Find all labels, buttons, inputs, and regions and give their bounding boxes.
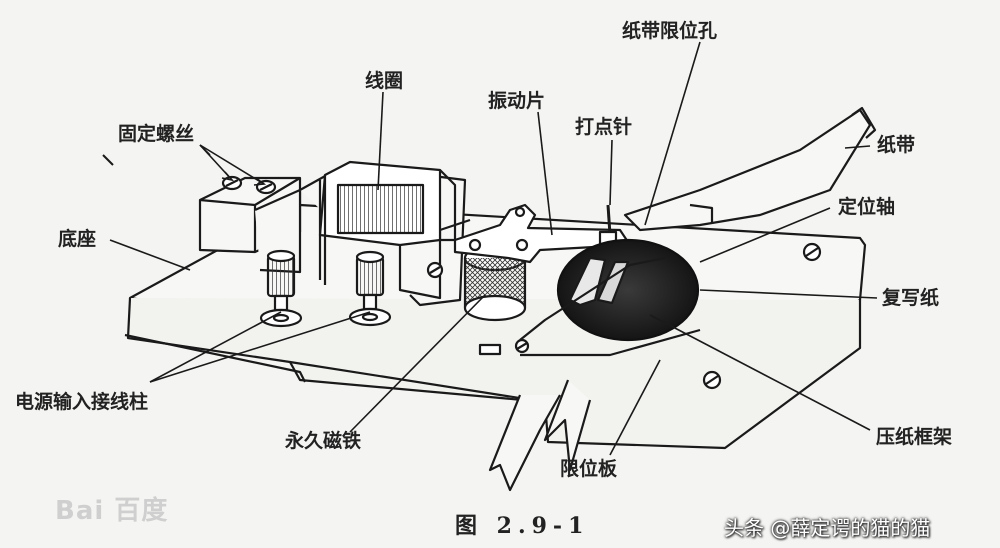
binding-post-right: [348, 250, 392, 327]
label-fixing-screws: 固定螺丝: [118, 123, 195, 145]
watermark-baidu: Bai 百度: [55, 496, 169, 526]
label-permanent-magnet: 永久磁铁: [285, 430, 362, 452]
paper-tape: [623, 108, 872, 232]
label-carbon-paper: 复写纸: [882, 287, 940, 309]
label-power-terminals: 电源输入接线柱: [15, 391, 149, 413]
label-limit-plate: 限位板: [560, 458, 618, 480]
label-pressing-frame: 压纸框架: [876, 426, 953, 448]
label-coil: 线圈: [365, 70, 404, 92]
label-vibrating-plate: 振动片: [488, 90, 546, 112]
label-tape-limit-hole: 纸带限位孔: [622, 20, 718, 42]
binding-post-left: [259, 249, 303, 328]
figure-caption: 图 2.9-1: [455, 513, 590, 539]
label-positioning-axle: 定位轴: [838, 196, 896, 218]
label-base: 底座: [58, 228, 97, 250]
vibrating-plate: [453, 203, 632, 264]
label-paper-tape: 纸带: [877, 134, 916, 156]
label-needle: 打点针: [575, 116, 633, 138]
watermark-toutiao: 头条 @薛定谔的猫的猫: [724, 516, 931, 540]
